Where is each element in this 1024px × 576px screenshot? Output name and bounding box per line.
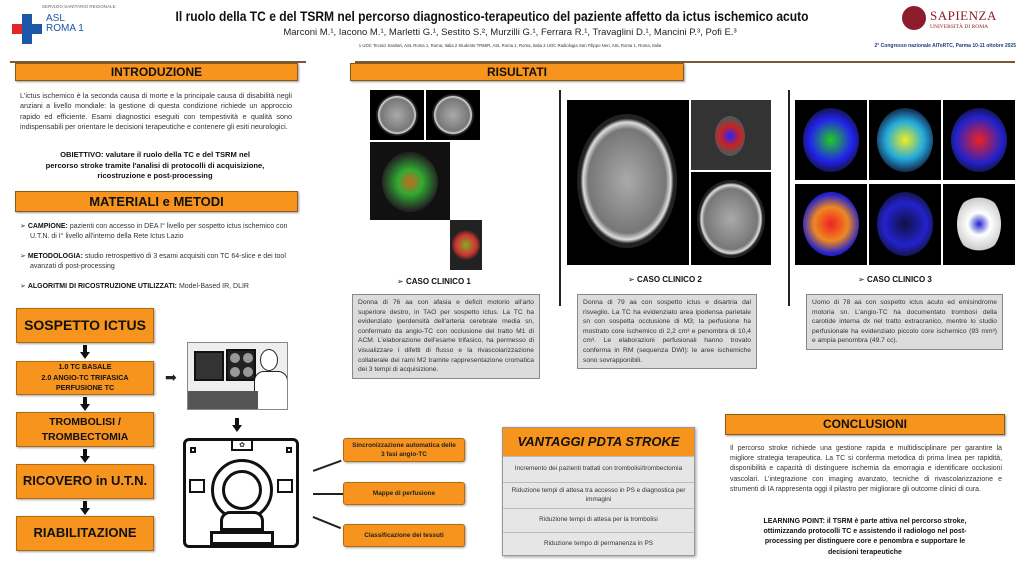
feature-sincronizzazione: Sincronizzazione automatica delle 3 fasi… bbox=[343, 438, 465, 462]
vantaggi-item: Riduzione tempi di attesa tra accesso in… bbox=[503, 482, 694, 508]
ct-scanner-icon: ✿ bbox=[183, 438, 299, 548]
intro-heading: INTRODUZIONE bbox=[15, 63, 298, 81]
affiliations: 1 UOC Tecnici Sanitari, ASL Roma 1, Roma… bbox=[358, 43, 662, 48]
connector-line bbox=[313, 493, 343, 495]
feature-mappe-perfusione: Mappe di perfusione bbox=[343, 482, 465, 505]
case3-label: CASO CLINICO 3 bbox=[858, 275, 932, 284]
risultati-heading: RISULTATI bbox=[350, 63, 684, 81]
asl-logo bbox=[8, 4, 98, 44]
sapienza-seal-icon bbox=[902, 6, 926, 30]
flow-label: RIABILITAZIONE bbox=[33, 525, 137, 541]
arrow-right-icon: ➡ bbox=[165, 369, 177, 385]
bullet-campione: ➢ CAMPIONE: pazienti con accesso in DEA … bbox=[20, 223, 288, 240]
materiali-list: ➢ CAMPIONE: pazienti con accesso in DEA … bbox=[18, 222, 294, 292]
flow-ricovero: RICOVERO in U.T.N. bbox=[16, 464, 154, 499]
bullet-label: ALGORITMI DI RICOSTRUZIONE UTILIZZATI: bbox=[27, 283, 177, 290]
flow-label: SOSPETTO ICTUS bbox=[24, 316, 146, 333]
vantaggi-item: Incremento dei pazienti trattati con tro… bbox=[503, 456, 694, 482]
arrow-down-icon bbox=[232, 418, 242, 432]
flow-label: 1.0 TC BASALE bbox=[58, 362, 112, 372]
bullet-algoritmi: ➢ ALGORITMI DI RICOSTRUZIONE UTILIZZATI:… bbox=[20, 283, 249, 290]
feature-classificazione: Classificazione dei tessuti bbox=[343, 524, 465, 547]
bullet-label: METODOLOGIA: bbox=[27, 253, 83, 260]
intro-text: L'ictus ischemico è la seconda causa di … bbox=[20, 91, 292, 131]
case2-images bbox=[567, 100, 771, 265]
sapienza-name: SAPIENZA bbox=[930, 8, 997, 23]
learning-point: LEARNING POINT: il TSRM è parte attiva n… bbox=[763, 518, 967, 556]
bullet-text: Model-Based IR, DLIR bbox=[177, 283, 249, 290]
flow-label: PERFUSIONE TC bbox=[55, 383, 115, 393]
vantaggi-table: VANTAGGI PDTA STROKE Incremento dei pazi… bbox=[502, 427, 695, 556]
congress: 2° Congresso nazionale AITeRTC, Parma 10… bbox=[874, 43, 1017, 49]
flow-riabilitazione: RIABILITAZIONE bbox=[16, 516, 154, 551]
sapienza-sub: UNIVERSITÀ DI ROMA bbox=[930, 24, 989, 30]
case3-images bbox=[795, 100, 1015, 265]
flow-trombolisi: TROMBOLISI / TROMBECTOMIA bbox=[16, 412, 154, 447]
conclusioni-text: Il percorso stroke richiede una gestione… bbox=[730, 445, 1002, 493]
bullet-text: studio retrospettivo di 3 esami acquisit… bbox=[30, 253, 286, 270]
asl-line2: ROMA 1 bbox=[46, 23, 84, 34]
divider-left bbox=[10, 61, 306, 63]
case2-label: CASO CLINICO 2 bbox=[628, 275, 702, 284]
case2-text: Donna di 79 aa con sospetto ictus e disa… bbox=[577, 294, 757, 370]
arrow-down-icon bbox=[80, 345, 90, 359]
cross-icon bbox=[12, 14, 42, 44]
arrow-down-icon bbox=[80, 397, 90, 411]
vantaggi-heading: VANTAGGI PDTA STROKE bbox=[503, 428, 694, 456]
radiographer-illustration bbox=[187, 342, 288, 410]
authors: Marconi M.¹, Iacono M.¹, Marletti G.¹, S… bbox=[283, 27, 737, 38]
flow-label: TROMBOLISI / bbox=[49, 415, 121, 428]
case1-images bbox=[370, 90, 482, 270]
bullet-label: CAMPIONE: bbox=[27, 223, 68, 230]
flow-sospetto-ictus: SOSPETTO ICTUS bbox=[16, 308, 154, 343]
divider-right bbox=[355, 61, 1015, 63]
case-divider bbox=[788, 90, 790, 306]
asl-line1: ASL bbox=[46, 13, 65, 24]
arrow-down-icon bbox=[80, 501, 90, 515]
flow-label: TROMBECTOMIA bbox=[41, 430, 129, 443]
poster-title: Il ruolo della TC e del TSRM nel percors… bbox=[175, 8, 809, 24]
case1-text: Donna di 76 aa con afasia e deficit moto… bbox=[352, 294, 540, 379]
case3-text: Uomo di 78 aa con sospetto ictus acuto e… bbox=[806, 294, 1003, 350]
asl-logo-top: SERVIZIO SANITARIO REGIONALE bbox=[42, 4, 116, 9]
bullet-metodologia: ➢ METODOLOGIA: studio retrospettivo di 3… bbox=[20, 253, 286, 270]
bullet-text: pazienti con accesso in DEA I° livello p… bbox=[30, 223, 288, 240]
connector-line bbox=[312, 516, 342, 529]
materiali-heading: MATERIALI e METODI bbox=[15, 191, 298, 212]
flow-label: 2.0 ANGIO-TC TRIFASICA bbox=[41, 372, 129, 382]
objective: OBIETTIVO: valutare il ruolo della TC e … bbox=[45, 150, 265, 180]
vantaggi-item: Riduzione tempi di attesa per la trombol… bbox=[503, 508, 694, 532]
conclusioni-heading: CONCLUSIONI bbox=[725, 414, 1005, 435]
connector-line bbox=[312, 459, 342, 472]
case1-label: CASO CLINICO 1 bbox=[397, 277, 471, 286]
arrow-down-icon bbox=[80, 449, 90, 463]
case-divider bbox=[559, 90, 561, 306]
vantaggi-item: Riduzione tempo di permanenza in PS bbox=[503, 532, 694, 556]
flow-label: RICOVERO in U.T.N. bbox=[22, 473, 148, 489]
